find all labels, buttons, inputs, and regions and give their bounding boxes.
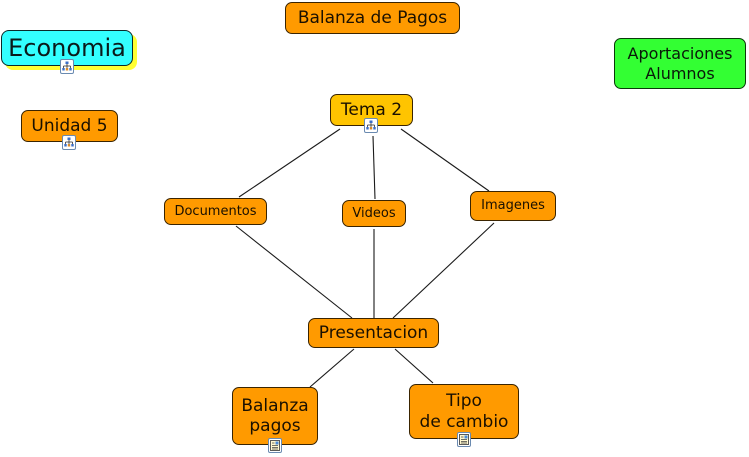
node-label: Imagenes xyxy=(481,198,545,214)
node-videos[interactable]: Videos xyxy=(342,200,406,227)
node-label: Tema 2 xyxy=(340,99,403,120)
node-label: Aportaciones Alumnos xyxy=(627,44,733,83)
node-label: Balanza pagos xyxy=(241,395,309,436)
node-balanza-de-pagos-title[interactable]: Balanza de Pagos xyxy=(285,2,460,34)
submap-icon[interactable] xyxy=(60,59,74,74)
node-label: Presentacion xyxy=(318,322,429,343)
submap-icon[interactable] xyxy=(364,118,378,133)
node-presentacion[interactable]: Presentacion xyxy=(308,318,439,348)
edge-tema2-documentos xyxy=(238,128,341,198)
node-balanza-pagos[interactable]: Balanza pagos xyxy=(232,387,318,445)
edge-tema2-imagenes xyxy=(400,128,490,192)
node-label: Documentos xyxy=(174,203,257,219)
node-label: Tipo de cambio xyxy=(419,391,509,432)
node-label: Economia xyxy=(8,33,126,62)
node-label: Balanza de Pagos xyxy=(297,7,448,28)
edge-presentacion-balanza xyxy=(309,348,355,388)
node-label: Unidad 5 xyxy=(31,115,108,136)
edge-documentos-presentacion xyxy=(235,225,353,319)
node-label: Videos xyxy=(352,205,396,221)
submap-icon[interactable] xyxy=(62,135,76,150)
document-icon[interactable] xyxy=(268,438,282,453)
node-tipo-de-cambio[interactable]: Tipo de cambio xyxy=(409,384,519,439)
node-documentos[interactable]: Documentos xyxy=(164,198,267,225)
node-imagenes[interactable]: Imagenes xyxy=(470,191,556,221)
edge-tema2-videos xyxy=(372,135,376,200)
node-aportaciones-alumnos[interactable]: Aportaciones Alumnos xyxy=(614,38,746,89)
edge-presentacion-tipo xyxy=(394,348,434,384)
document-icon[interactable] xyxy=(457,432,471,447)
edge-imagenes-presentacion xyxy=(392,222,495,319)
node-unidad-5[interactable]: Unidad 5 xyxy=(21,110,118,142)
